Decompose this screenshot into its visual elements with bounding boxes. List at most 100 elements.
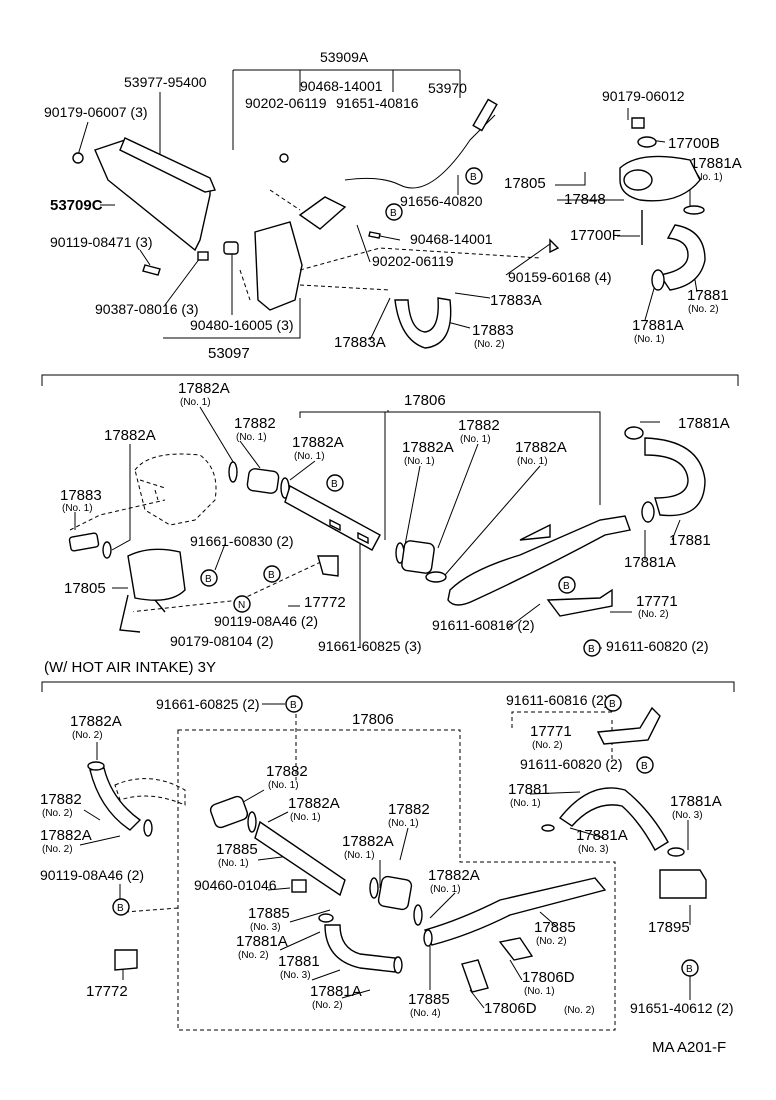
label-17772-bottom: 17772	[86, 983, 128, 1000]
label-17806D-a: 17806D	[484, 1000, 537, 1017]
label-90119-08471: 90119-08471 (3)	[50, 234, 152, 250]
label-17885-bottom-d-no: (No. 2)	[536, 936, 567, 947]
hose-17882-mid-a	[246, 468, 280, 494]
label-53097: 53097	[208, 345, 250, 362]
b-circle-mid-3	[263, 565, 281, 583]
label-17881A-bottom-f: 17881A	[236, 933, 288, 950]
hose-17882-bottom-d	[377, 875, 413, 911]
hose-17881-no3-bottom	[324, 924, 396, 973]
clamp-17882A-bottom-tl	[87, 761, 105, 771]
label-17882-bottom-d: 17882	[388, 801, 430, 818]
screw-90468-14001-icon	[368, 231, 381, 239]
bracket-17805-mid	[119, 594, 166, 633]
label-17881A-bottom-h-no: (No. 2)	[312, 1000, 343, 1011]
label-17885-bottom-c: 17885	[408, 991, 450, 1008]
b-label-mid-4: B	[563, 581, 570, 592]
clamp-17882A-mid-left	[102, 541, 112, 559]
label-17881A-top-right-no: (No. 1)	[692, 172, 723, 183]
label-17881-bottom-r-no: (No. 1)	[510, 798, 541, 809]
b-circle-bottom-1	[285, 695, 303, 713]
b-label-mid-3: B	[268, 570, 275, 581]
clamp-17881A-bottom-f	[318, 913, 334, 923]
pipe-17806-right	[447, 515, 631, 606]
b-label-bottom-3: B	[641, 761, 648, 772]
label-17881A-bottom-no: (No. 1)	[634, 334, 665, 345]
label-91656-40820: 91656-40820	[400, 193, 483, 209]
hose-17882-mid-b	[401, 540, 435, 574]
label-17881A-bottom-r: 17881A	[670, 793, 722, 810]
label-17885-bottom-b: 17885	[248, 905, 290, 922]
label-91651-40612: 91651-40612 (2)	[630, 1000, 734, 1016]
label-90460-01046: 90460-01046	[194, 877, 277, 893]
label-17882A-bottom-l2: 17882A	[40, 827, 92, 844]
bolt-90119-08471-icon	[142, 264, 161, 276]
label-90480-16005: 90480-16005 (3)	[190, 317, 294, 333]
label-17883A-left: 17883A	[334, 334, 386, 351]
bracket-17806D-no1	[498, 937, 534, 961]
clamp-17881A-bottom-s	[541, 824, 555, 832]
bolt-90159-60168-icon	[549, 238, 560, 254]
label-90179-06007: 90179-06007 (3)	[44, 104, 148, 120]
label-17882A-bottom-tl-no: (No. 2)	[72, 730, 103, 741]
label-17882A-m1: 17882A	[178, 380, 230, 397]
label-17881A-bottom-s-no: (No. 3)	[578, 844, 609, 855]
label-17882A-m1-no: (No. 1)	[180, 397, 211, 408]
label-17882A-bottom-l2-no: (No. 2)	[42, 844, 73, 855]
label-53709C: 53709C	[50, 197, 103, 214]
clip-90460-01046-icon	[291, 879, 307, 893]
body-53097	[254, 221, 303, 311]
label-17881A-top-right: 17881A	[690, 155, 742, 172]
n-circle-mid	[233, 595, 251, 613]
label-90387-08016: 90387-08016 (3)	[95, 301, 199, 317]
label-90159-60168: 90159-60168 (4)	[508, 269, 612, 285]
label-17881A-mid-bottom: 17881A	[624, 554, 676, 571]
clamp-17882A-bottom-c	[247, 811, 257, 833]
clamp-17881A-top	[683, 205, 705, 215]
b-circle-bottom-4	[112, 898, 130, 916]
b-circle-mid-1	[326, 474, 344, 492]
label-17881-top: 17881	[687, 287, 729, 304]
brackets-17806	[329, 518, 369, 545]
label-90468-14001-top: 90468-14001	[300, 78, 383, 94]
label-17806-mid: 17806	[404, 392, 446, 409]
bracket-17771-bottom	[596, 706, 661, 745]
bracket-17772-bottom	[114, 949, 138, 971]
label-17882A-mid-left: 17882A	[104, 427, 156, 444]
label-17882-mid-a-no: (No. 1)	[236, 432, 267, 443]
b-label-bottom-4: B	[117, 903, 124, 914]
collar-90387-08016-icon	[197, 251, 209, 261]
label-91611-60820-mid: 91611-60820 (2)	[606, 638, 708, 654]
label-17806D-b: 17806D	[522, 969, 575, 986]
label-17771-bottom-no: (No. 2)	[532, 740, 563, 751]
label-17882-bottom-l-no: (No. 2)	[42, 808, 73, 819]
inlet-17805-mid	[127, 548, 186, 601]
label-17883: 17883	[472, 322, 514, 339]
label-17882A-mid-4-no: (No. 1)	[517, 456, 548, 467]
label-17881A-bottom-s: 17881A	[576, 827, 628, 844]
thermo-53970	[472, 98, 498, 132]
b-circle-mid-4	[558, 576, 576, 594]
b-label-mid-5: B	[588, 644, 595, 655]
clamp-17882A-m1	[228, 461, 238, 483]
label-17882-mid-a: 17882	[234, 415, 276, 432]
label-17700F: 17700F	[570, 227, 621, 244]
hose-17881-no1-bottom	[558, 787, 669, 851]
label-91611-60816-bottom: 91611-60816 (2)	[506, 692, 608, 708]
b-label-bottom-2: B	[609, 699, 616, 710]
label-53977-95400: 53977-95400	[124, 74, 207, 90]
label-17882-mid-b: 17882	[458, 417, 500, 434]
label-17805-top: 17805	[504, 175, 546, 192]
label-91611-60816-mid: 91611-60816 (2)	[432, 617, 534, 633]
hose-17881-mid	[644, 437, 706, 517]
label-17806D-b-no: (No. 1)	[524, 986, 555, 997]
hose-17883-no1	[68, 532, 100, 552]
clamp-17881A-mid-bottom	[641, 501, 655, 523]
label-17771-mid: 17771	[636, 593, 678, 610]
label-17881-mid: 17881	[669, 532, 711, 549]
label-17882-bottom-c: 17882	[266, 763, 308, 780]
label-17882A-mid-3: 17882A	[402, 439, 454, 456]
label-17882-bottom-c-no: (No. 1)	[268, 780, 299, 791]
b-label-mid-1: B	[331, 479, 338, 490]
label-17881A-mid-top-right: 17881A	[678, 415, 730, 432]
label-17882A-mid-3-no: (No. 1)	[404, 456, 435, 467]
